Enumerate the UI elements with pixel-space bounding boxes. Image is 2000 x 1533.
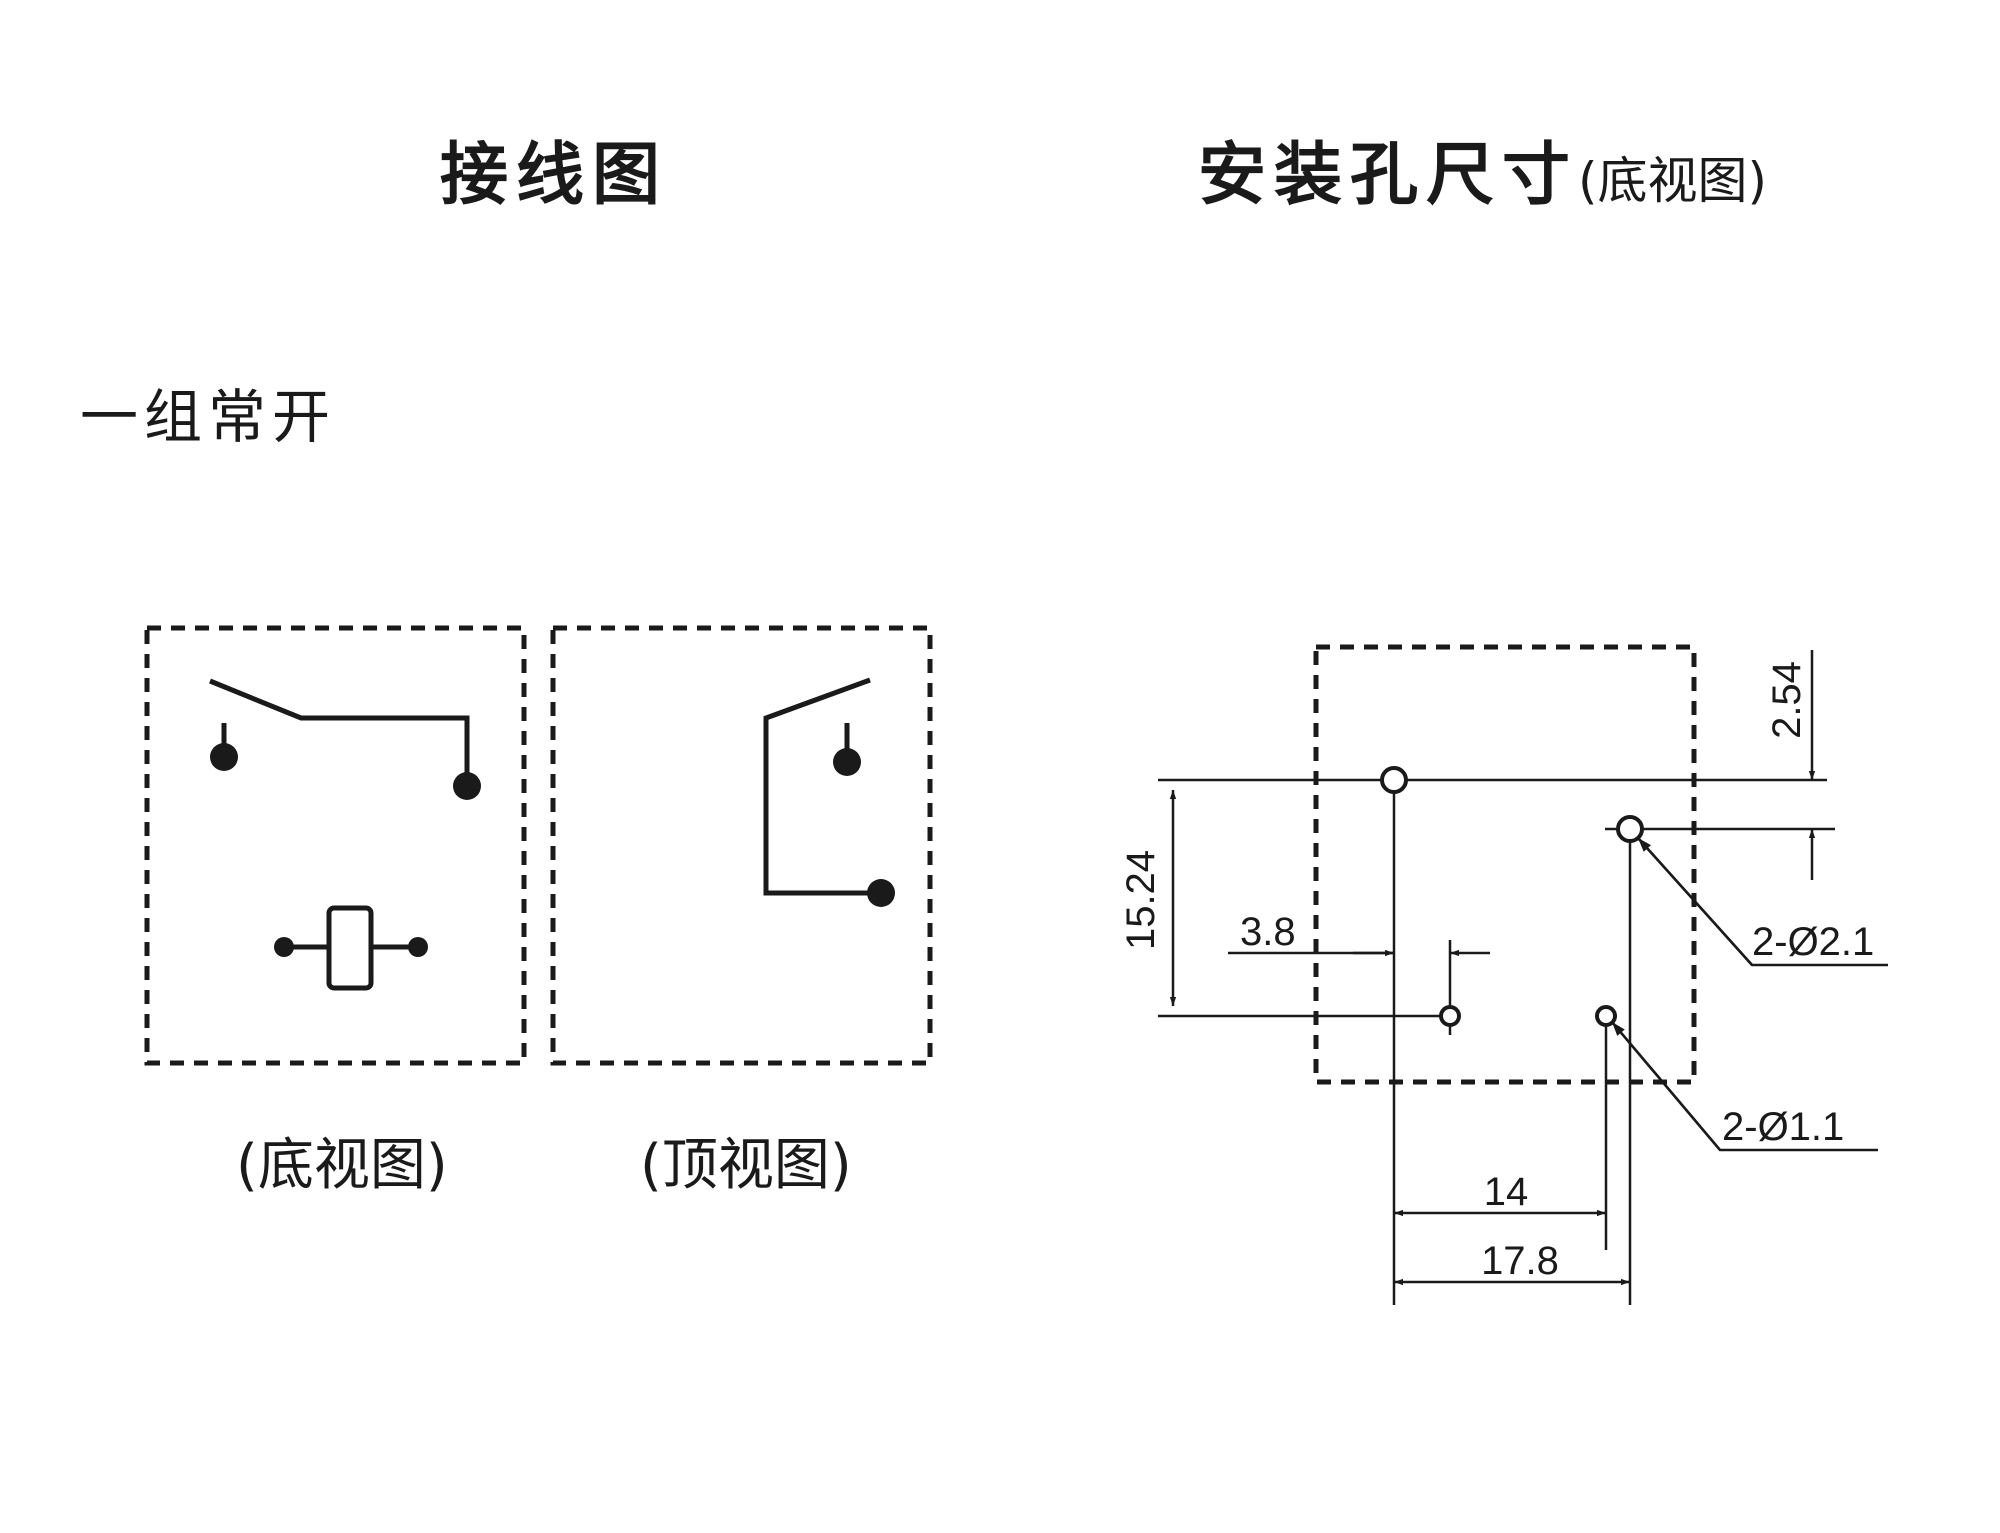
mounting-hole-large	[1380, 766, 1408, 794]
mounting-hole-title-main: 安装孔尺寸	[1198, 136, 1579, 215]
mounting-hole-drawing: 2.54 15.24 3.8 2-Ø2.1 2-Ø1.1	[1119, 644, 1888, 1305]
mounting-hole-small	[1439, 1005, 1461, 1027]
bottom-view-caption: (底视图)	[236, 1133, 448, 1198]
dimension-label-14: 14	[1484, 1170, 1529, 1214]
mounting-hole-view-label: (底视图)	[1578, 152, 1768, 210]
bottom-view-schematic	[144, 625, 527, 1066]
extension-lines	[1158, 778, 1835, 1305]
wiring-diagram-title: 接线图	[440, 136, 669, 215]
top-view-schematic	[550, 625, 933, 1066]
contact-switch-symbol	[209, 678, 470, 782]
top-view-caption: (顶视图)	[640, 1133, 852, 1198]
dimension-label-17.8: 17.8	[1481, 1239, 1559, 1283]
leader-small-holes: 2-Ø1.1	[1611, 1021, 1878, 1152]
dimension-label-3.8: 3.8	[1240, 910, 1296, 954]
mounting-hole-large	[1616, 815, 1644, 843]
bottom-view-outline	[144, 625, 527, 1066]
top-view-outline	[550, 625, 933, 1066]
coil-symbol	[274, 905, 428, 991]
dimension-17.8: 17.8	[1394, 1239, 1630, 1286]
top-contact-switch-symbol	[763, 677, 878, 896]
hole-label-small: 2-Ø1.1	[1722, 1105, 1844, 1149]
dimension-3.8: 3.8	[1228, 910, 1490, 957]
dimension-15.24: 15.24	[1119, 790, 1177, 1006]
dimension-2.54: 2.54	[1765, 650, 1816, 880]
dimension-label-15.24: 15.24	[1119, 850, 1163, 950]
dimension-14: 14	[1394, 1170, 1606, 1217]
dimension-label-2.54: 2.54	[1765, 661, 1809, 739]
mounting-hole-small	[1595, 1005, 1617, 1027]
contact-form-label: 一组常开	[80, 383, 337, 451]
mounting-hole-title: 安装孔尺寸(底视图)	[1198, 142, 1767, 210]
contact-terminal	[210, 743, 238, 771]
leader-large-holes: 2-Ø2.1	[1637, 837, 1888, 967]
hole-label-large: 2-Ø2.1	[1752, 920, 1874, 964]
contact-terminal	[833, 748, 861, 776]
contact-terminal	[867, 879, 895, 907]
contact-terminal	[453, 772, 481, 800]
